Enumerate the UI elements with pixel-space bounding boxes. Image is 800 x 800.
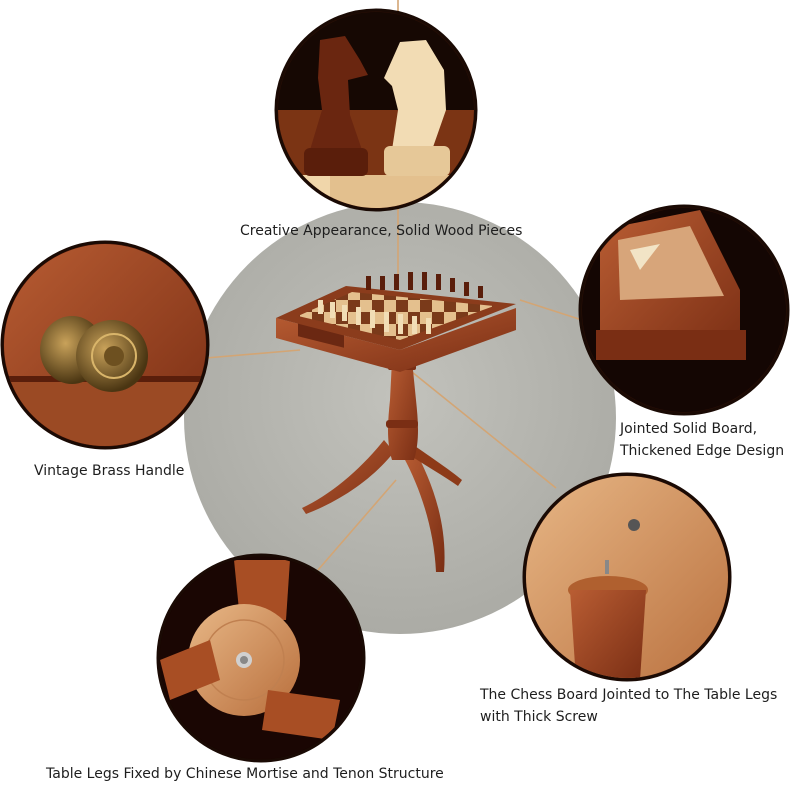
caption-line: The Chess Board Jointed to The Table Leg… xyxy=(480,687,778,703)
caption-mortise-tenon: Table Legs Fixed by Chinese Mortise and … xyxy=(46,763,444,785)
detail-circle-knights xyxy=(274,8,478,212)
caption-text: Table Legs Fixed by Chinese Mortise and … xyxy=(46,766,444,782)
detail-circle-board-edge xyxy=(578,204,790,416)
caption-line: Jointed Solid Board, xyxy=(620,421,758,437)
caption-line: with Thick Screw xyxy=(480,709,598,725)
caption-solid-wood-pieces: Creative Appearance, Solid Wood Pieces xyxy=(240,220,522,242)
caption-thick-screw: The Chess Board Jointed to The Table Leg… xyxy=(480,684,777,728)
caption-brass-handle: Vintage Brass Handle xyxy=(34,460,184,482)
chess-table xyxy=(276,272,516,572)
caption-jointed-board: Jointed Solid Board, Thickened Edge Desi… xyxy=(620,418,784,462)
leader-lines xyxy=(205,0,583,571)
detail-circle-screw xyxy=(522,472,732,682)
caption-text: Vintage Brass Handle xyxy=(34,463,185,479)
detail-circle-handle xyxy=(0,240,210,450)
detail-circle-legs xyxy=(156,553,366,763)
caption-line: Thickened Edge Design xyxy=(620,443,785,459)
caption-text: Creative Appearance, Solid Wood Pieces xyxy=(240,223,523,239)
